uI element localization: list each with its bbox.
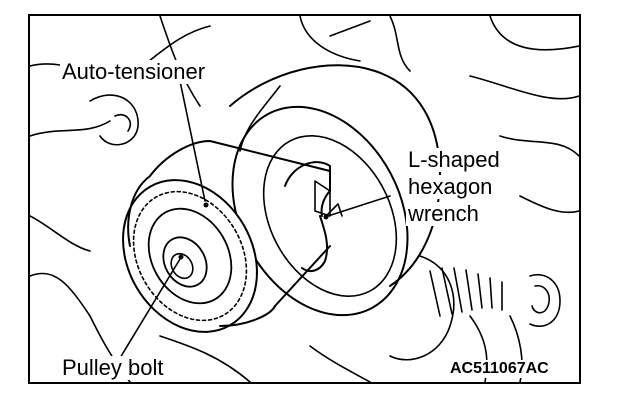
- engine-illustration: [30, 16, 579, 382]
- leader-auto-tensioner: [179, 80, 206, 202]
- label-pulley-bolt: Pulley bolt: [60, 355, 166, 380]
- label-auto-tensioner: Auto-tensioner: [60, 59, 208, 84]
- leader-dot-pulley-bolt: [178, 254, 184, 260]
- auto-tensioner-body: [122, 140, 331, 333]
- leader-dot-wrench: [323, 214, 329, 220]
- label-hexagon: hexagon: [406, 174, 495, 199]
- leader-pulley-bolt: [119, 258, 181, 359]
- engine-detail-right: [389, 255, 561, 382]
- hex-wrench-shape: [284, 161, 343, 273]
- leader-wrench: [327, 195, 391, 217]
- label-wrench: wrench: [406, 201, 481, 226]
- leader-dot-auto-tensioner: [203, 202, 209, 208]
- diagram-frame: Auto-tensioner L-shaped hexagon wrench P…: [28, 14, 581, 384]
- leader-lines: [119, 80, 391, 359]
- figure-code: AC511067AC: [448, 360, 551, 378]
- label-l-shaped: L-shaped: [406, 147, 502, 172]
